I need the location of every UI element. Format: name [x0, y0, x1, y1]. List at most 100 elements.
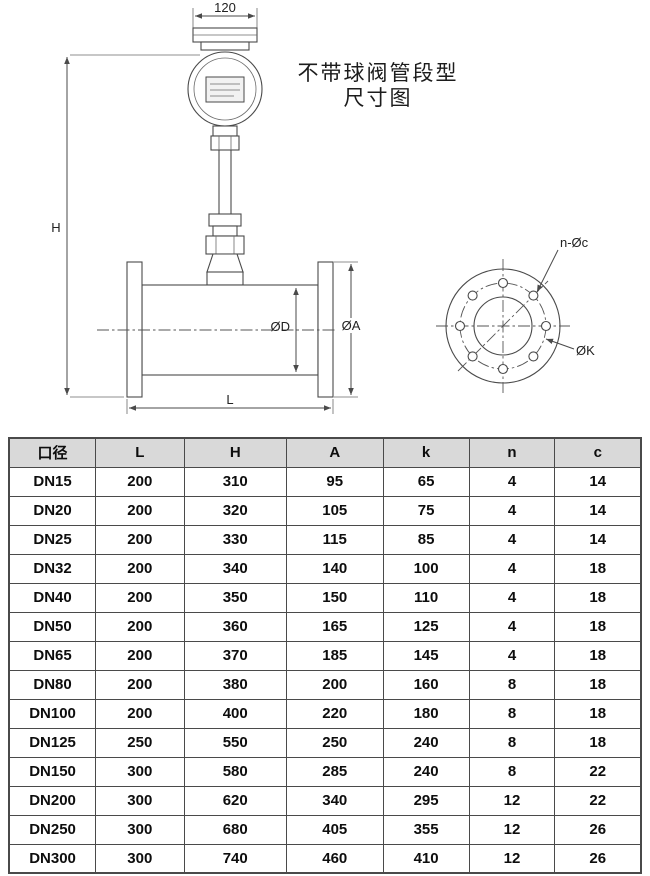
dimension-value: 14: [554, 524, 642, 555]
length-dimension: L: [126, 392, 334, 414]
bolt-hole: [497, 363, 509, 375]
column-header-3: A: [285, 437, 384, 468]
dimension-value: 460: [285, 843, 384, 874]
size-label: DN50: [8, 611, 97, 642]
dimension-value: 300: [95, 756, 185, 787]
dimension-value: 355: [382, 814, 470, 845]
dimension-value: 220: [285, 698, 384, 729]
dimension-value: 26: [554, 814, 642, 845]
column-header-6: c: [554, 437, 642, 468]
dimension-value: 4: [468, 640, 556, 671]
transmitter-head: [187, 27, 263, 137]
dimension-value: 110: [382, 582, 470, 613]
dimension-value: 250: [285, 727, 384, 758]
dimension-value: 550: [183, 727, 287, 758]
dimension-value: 200: [95, 524, 185, 555]
dimension-value: 370: [183, 640, 287, 671]
dimension-value: 100: [382, 553, 470, 584]
dimension-value: 4: [468, 524, 556, 555]
top-width-dimension: 120: [192, 0, 258, 28]
size-label: DN250: [8, 814, 97, 845]
dimension-value: 680: [183, 814, 287, 845]
dimension-value: 8: [468, 727, 556, 758]
title-line-2: 尺寸图: [344, 87, 413, 110]
size-label: DN300: [8, 843, 97, 874]
bolt-hole: [497, 277, 509, 289]
dimension-value: 12: [468, 843, 556, 874]
dimension-value: 12: [468, 785, 556, 816]
bolt-hole: [528, 351, 539, 362]
dimension-value: 360: [183, 611, 287, 642]
dimension-value: 65: [382, 466, 470, 497]
size-label: DN25: [8, 524, 97, 555]
dimension-value: 18: [554, 698, 642, 729]
dimension-value: 620: [183, 785, 287, 816]
dimension-value: 22: [554, 756, 642, 787]
dimension-value: 200: [95, 640, 185, 671]
dimension-value: 145: [382, 640, 470, 671]
dimension-value: 340: [285, 785, 384, 816]
dimension-value: 26: [554, 843, 642, 874]
flowmeter-dimension-drawing: 120: [51, 0, 595, 414]
column-header-5: n: [468, 437, 556, 468]
dimension-value: 12: [468, 814, 556, 845]
dimension-value: 200: [95, 611, 185, 642]
dimension-value: 380: [183, 669, 287, 700]
dimension-value: 160: [382, 669, 470, 700]
dimension-value: 400: [183, 698, 287, 729]
dimension-value: 300: [95, 843, 185, 874]
dimension-value: 185: [285, 640, 384, 671]
dimension-value: 410: [382, 843, 470, 874]
dimension-value: 105: [285, 495, 384, 526]
dimension-value: 180: [382, 698, 470, 729]
column-header-2: H: [183, 437, 287, 468]
dimension-value: 75: [382, 495, 470, 526]
dim-flange-od-label: ØA: [342, 318, 361, 333]
dim-height-label: H: [51, 220, 60, 235]
dimension-value: 8: [468, 669, 556, 700]
bolt-hole: [467, 351, 478, 362]
dimension-value: 200: [95, 495, 185, 526]
dimension-value: 285: [285, 756, 384, 787]
dim-bore-label: ØD: [271, 319, 291, 334]
dimension-value: 150: [285, 582, 384, 613]
dimension-value: 295: [382, 785, 470, 816]
bolt-circle-dia-label: ØK: [576, 343, 595, 358]
size-label: DN65: [8, 640, 97, 671]
bolt-hole: [540, 320, 552, 332]
dimension-value: 330: [183, 524, 287, 555]
dimension-value: 18: [554, 611, 642, 642]
dimension-value: 140: [285, 553, 384, 584]
size-label: DN100: [8, 698, 97, 729]
title-line-1: 不带球阀管段型: [298, 62, 459, 85]
dimension-value: 18: [554, 640, 642, 671]
dimension-value: 8: [468, 756, 556, 787]
height-dimension: H: [51, 54, 200, 398]
dimension-value: 18: [554, 553, 642, 584]
size-label: DN80: [8, 669, 97, 700]
dimension-value: 200: [95, 669, 185, 700]
dimension-value: 310: [183, 466, 287, 497]
dimension-value: 405: [285, 814, 384, 845]
dimension-value: 300: [95, 785, 185, 816]
union-nut: [205, 235, 245, 255]
dimension-value: 200: [95, 553, 185, 584]
dimension-value: 240: [382, 756, 470, 787]
dimension-value: 18: [554, 669, 642, 700]
flange-end-view: n-Øc ØK: [436, 235, 595, 393]
flange-od-dimension: ØA: [334, 261, 366, 398]
dimension-value: 200: [95, 698, 185, 729]
dimension-value: 14: [554, 466, 642, 497]
dimension-value: 200: [95, 466, 185, 497]
dimension-value: 740: [183, 843, 287, 874]
size-label: DN15: [8, 466, 97, 497]
